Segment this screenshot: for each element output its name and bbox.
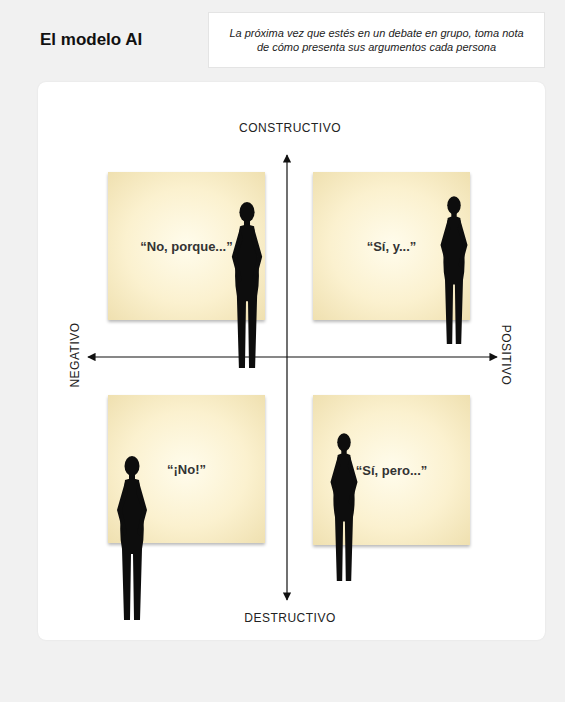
quadrant-phrase: “¡No!” bbox=[167, 462, 206, 477]
quadrant-phrase: “Sí, y...” bbox=[367, 239, 417, 254]
quadrant-box: “¡No!” bbox=[108, 395, 265, 543]
axis-label: NEGATIVO bbox=[68, 322, 82, 387]
quadrant-box: “Sí, pero...” bbox=[313, 395, 470, 545]
instruction-text: La próxima vez que estés en un debate en… bbox=[225, 26, 528, 54]
subtitle-box: La próxima vez que estés en un debate en… bbox=[208, 12, 545, 68]
axis-label: POSITIVO bbox=[499, 325, 513, 386]
woman-silhouette bbox=[331, 433, 358, 581]
vertical-axis bbox=[286, 155, 287, 600]
title: El modelo AI bbox=[40, 30, 142, 50]
quadrant-box: “Sí, y...” bbox=[313, 172, 470, 320]
quadrant-phrase: “Sí, pero...” bbox=[356, 463, 428, 478]
axis-label: CONSTRUCTIVO bbox=[239, 121, 341, 135]
white-panel bbox=[38, 82, 545, 640]
woman-silhouette bbox=[441, 196, 468, 344]
axis-label: DESTRUCTIVO bbox=[244, 611, 336, 625]
woman-silhouette bbox=[232, 202, 262, 368]
quadrant-phrase: “No, porque...” bbox=[140, 239, 232, 254]
man-silhouette bbox=[117, 456, 147, 620]
horizontal-axis bbox=[88, 356, 497, 357]
quadrant-box: “No, porque...” bbox=[108, 172, 265, 320]
